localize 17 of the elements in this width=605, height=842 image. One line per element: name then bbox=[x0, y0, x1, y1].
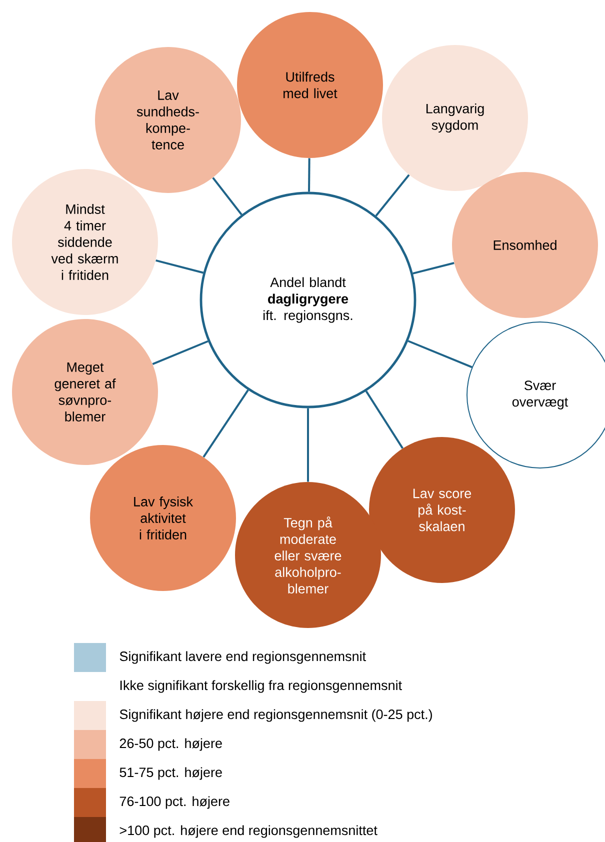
legend-text: 26-50 pct. højere bbox=[120, 738, 222, 751]
connector-line bbox=[365, 390, 404, 449]
connector-line bbox=[375, 174, 410, 216]
legend-text: 51-75 pct. højere bbox=[120, 767, 222, 780]
legend-text: 76-100 pct. højere bbox=[120, 796, 230, 809]
connector-line bbox=[408, 340, 472, 368]
connector-line bbox=[152, 340, 208, 365]
legend-text: Ikke signifikant forskellig fra regionsgennemsnit bbox=[120, 680, 402, 693]
legend-text: >100 pct. højere end regionsgennemsnittet bbox=[120, 825, 378, 838]
connector-line bbox=[212, 177, 242, 216]
legend-text: Signifikant lavere end regionsgennemsnit bbox=[120, 651, 366, 664]
connector-line bbox=[308, 158, 310, 192]
connector-line bbox=[202, 390, 249, 458]
connector-line bbox=[412, 262, 454, 274]
legend-text: Signifikant højere end regionsgennemsnit (0-25 pct.) bbox=[120, 709, 432, 722]
connector-line bbox=[156, 259, 204, 274]
connector-line bbox=[307, 408, 309, 482]
